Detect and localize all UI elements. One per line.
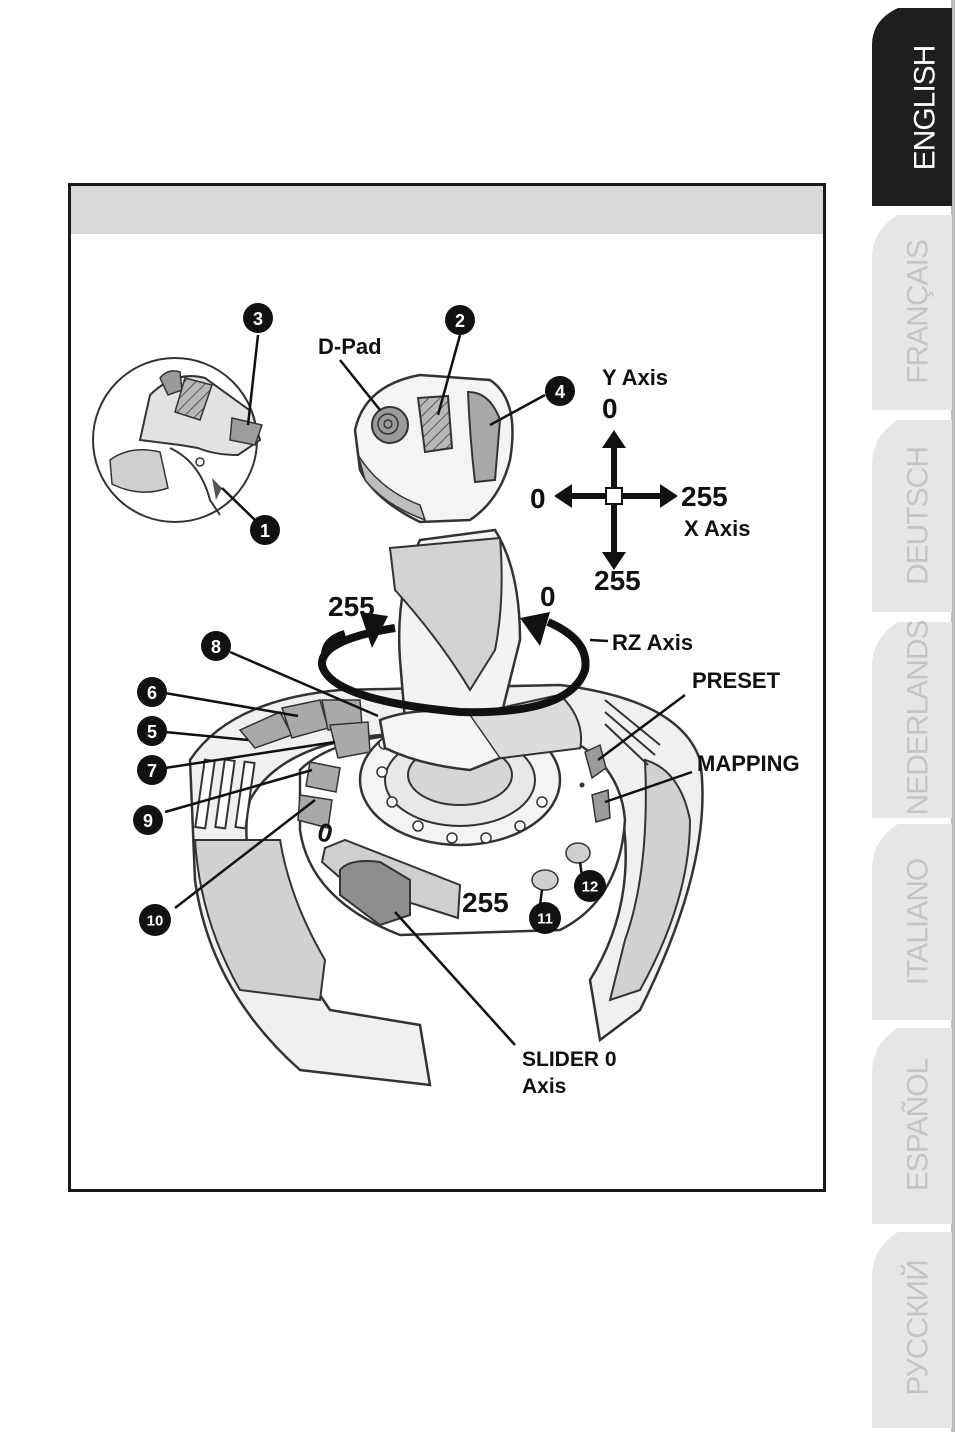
rz-max-label: 0 xyxy=(540,581,556,612)
callout-6-text: 6 xyxy=(147,683,157,703)
tab-italiano[interactable]: ITALIANO xyxy=(872,824,952,1020)
tab-english[interactable]: ENGLISH xyxy=(872,8,952,206)
tab-russian-label: РУССКИЙ xyxy=(901,1260,935,1395)
callout-8: 8 xyxy=(201,631,231,661)
callout-2: 2 xyxy=(445,305,475,335)
tab-espanol-label: ESPAÑOL xyxy=(901,1058,935,1191)
tab-espanol-bg xyxy=(872,1028,952,1224)
tab-italiano-bg xyxy=(872,824,952,1020)
slider-label-line2: Axis xyxy=(522,1075,566,1098)
y-axis-min: 0 xyxy=(602,393,618,424)
callout-11-text: 11 xyxy=(537,911,553,928)
frame-header-bar xyxy=(71,186,823,234)
tab-francais-bg xyxy=(872,215,952,410)
callout-6: 6 xyxy=(137,677,167,707)
callout-4-text: 4 xyxy=(555,382,565,402)
callout-2-text: 2 xyxy=(455,311,465,331)
rz-axis-leader xyxy=(589,638,609,643)
tab-francais-label: FRANÇAIS xyxy=(902,240,935,384)
preset-label: PRESET xyxy=(692,668,781,693)
tab-italiano-label: ITALIANO xyxy=(902,859,935,985)
tab-english-bg xyxy=(872,8,952,206)
callout-badges: 3 1 2 4 8 6 5 7 xyxy=(133,303,606,936)
callout-12-text: 12 xyxy=(582,879,599,896)
callout-3: 3 xyxy=(243,303,273,333)
slider-max-label: 255 xyxy=(462,887,509,918)
y-axis-max: 255 xyxy=(594,565,641,596)
callout-3-text: 3 xyxy=(253,309,263,329)
callout-11: 11 xyxy=(529,902,561,934)
tab-russian[interactable]: РУССКИЙ xyxy=(872,1232,952,1428)
joystick-stick xyxy=(353,373,583,772)
callout-12: 12 xyxy=(574,870,606,902)
callout-10-text: 10 xyxy=(147,913,164,930)
tab-english-label: ENGLISH xyxy=(909,46,942,171)
tab-nederlands-label: NEDERLANDS xyxy=(902,620,935,815)
diagram-labels: D-Pad Y Axis 0 0 255 X Axis 255 255 0 RZ… xyxy=(314,334,799,1098)
callout-7: 7 xyxy=(137,755,167,785)
xy-axis-cross xyxy=(554,430,678,570)
mapping-label: MAPPING xyxy=(697,751,800,776)
callout-5: 5 xyxy=(137,716,167,746)
callout-4: 4 xyxy=(545,376,575,406)
x-axis-label: X Axis xyxy=(684,516,750,541)
callout-7-text: 7 xyxy=(147,761,157,781)
callout-5-text: 5 xyxy=(147,722,157,742)
callout-8-text: 8 xyxy=(211,637,221,657)
x-axis-min: 0 xyxy=(530,483,546,514)
callout-1-text: 1 xyxy=(260,521,270,541)
rz-min-label: 255 xyxy=(328,591,375,622)
tab-rail xyxy=(951,0,955,1432)
dpad-label: D-Pad xyxy=(318,334,382,359)
x-axis-max: 255 xyxy=(681,481,728,512)
rz-rotation-arrow xyxy=(318,612,590,717)
slider-label-line1: SLIDER 0 xyxy=(522,1048,617,1071)
leader-lines xyxy=(164,334,693,1046)
callout-9: 9 xyxy=(133,805,163,835)
tab-deutsch[interactable]: DEUTSCH xyxy=(872,420,952,612)
tab-deutsch-bg xyxy=(872,420,952,612)
tab-francais[interactable]: FRANÇAIS xyxy=(872,215,952,410)
tab-russian-bg xyxy=(872,1232,952,1428)
tab-espanol[interactable]: ESPAÑOL xyxy=(872,1028,952,1224)
y-axis-label: Y Axis xyxy=(602,365,668,390)
callout-1: 1 xyxy=(250,515,280,545)
tab-nederlands[interactable]: NEDERLANDS xyxy=(872,620,952,818)
rz-axis-label: RZ Axis xyxy=(612,630,693,655)
callout-9-text: 9 xyxy=(143,811,153,831)
tab-nederlands-bg xyxy=(872,622,952,818)
callout-10: 10 xyxy=(139,904,171,936)
tab-deutsch-label: DEUTSCH xyxy=(902,447,935,585)
inset-side-view xyxy=(92,357,263,523)
